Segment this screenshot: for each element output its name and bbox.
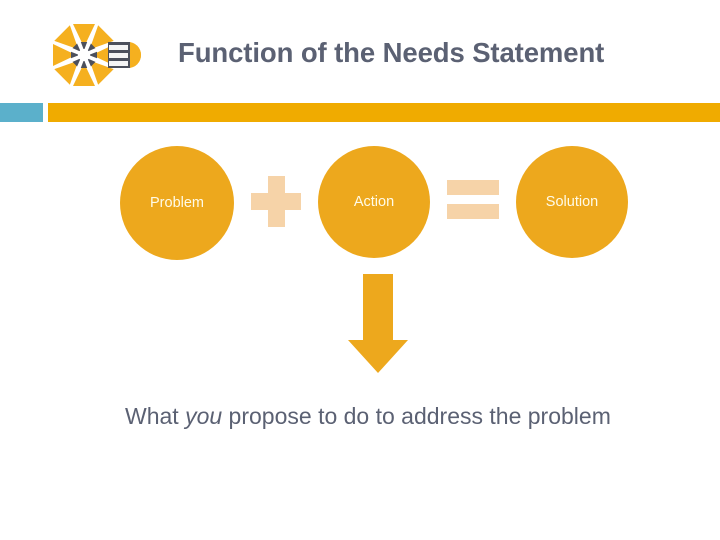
- divider-teal-accent: [0, 103, 43, 122]
- diagram-circle-solution: Solution: [516, 146, 628, 258]
- diagram-circle-problem: Problem: [120, 146, 234, 260]
- caption-before: What: [125, 403, 186, 429]
- circle-label-solution: Solution: [545, 193, 599, 210]
- caption-after: propose to do to address the problem: [222, 403, 611, 429]
- sunburst-pencil-logo: [40, 14, 166, 96]
- diagram-circle-action: Action: [318, 146, 430, 258]
- burst-pencil-tips: [71, 42, 97, 68]
- plus-operator-icon: [251, 176, 301, 227]
- circle-label-action: Action: [353, 193, 395, 210]
- plus-vertical-bar: [268, 176, 285, 227]
- logo-main-pencil: [108, 42, 141, 68]
- burst-spokes: [53, 24, 115, 86]
- caption-emphasis: you: [185, 403, 223, 429]
- page-title: Function of the Needs Statement: [178, 37, 605, 68]
- equals-bottom-bar: [447, 204, 499, 219]
- equals-operator-icon: [447, 180, 499, 219]
- arrow-down-icon: [346, 274, 410, 374]
- equals-top-bar: [447, 180, 499, 195]
- caption-text: What you propose to do to address the pr…: [125, 401, 665, 433]
- circle-label-problem: Problem: [150, 194, 204, 211]
- divider-orange-bar: [48, 103, 720, 122]
